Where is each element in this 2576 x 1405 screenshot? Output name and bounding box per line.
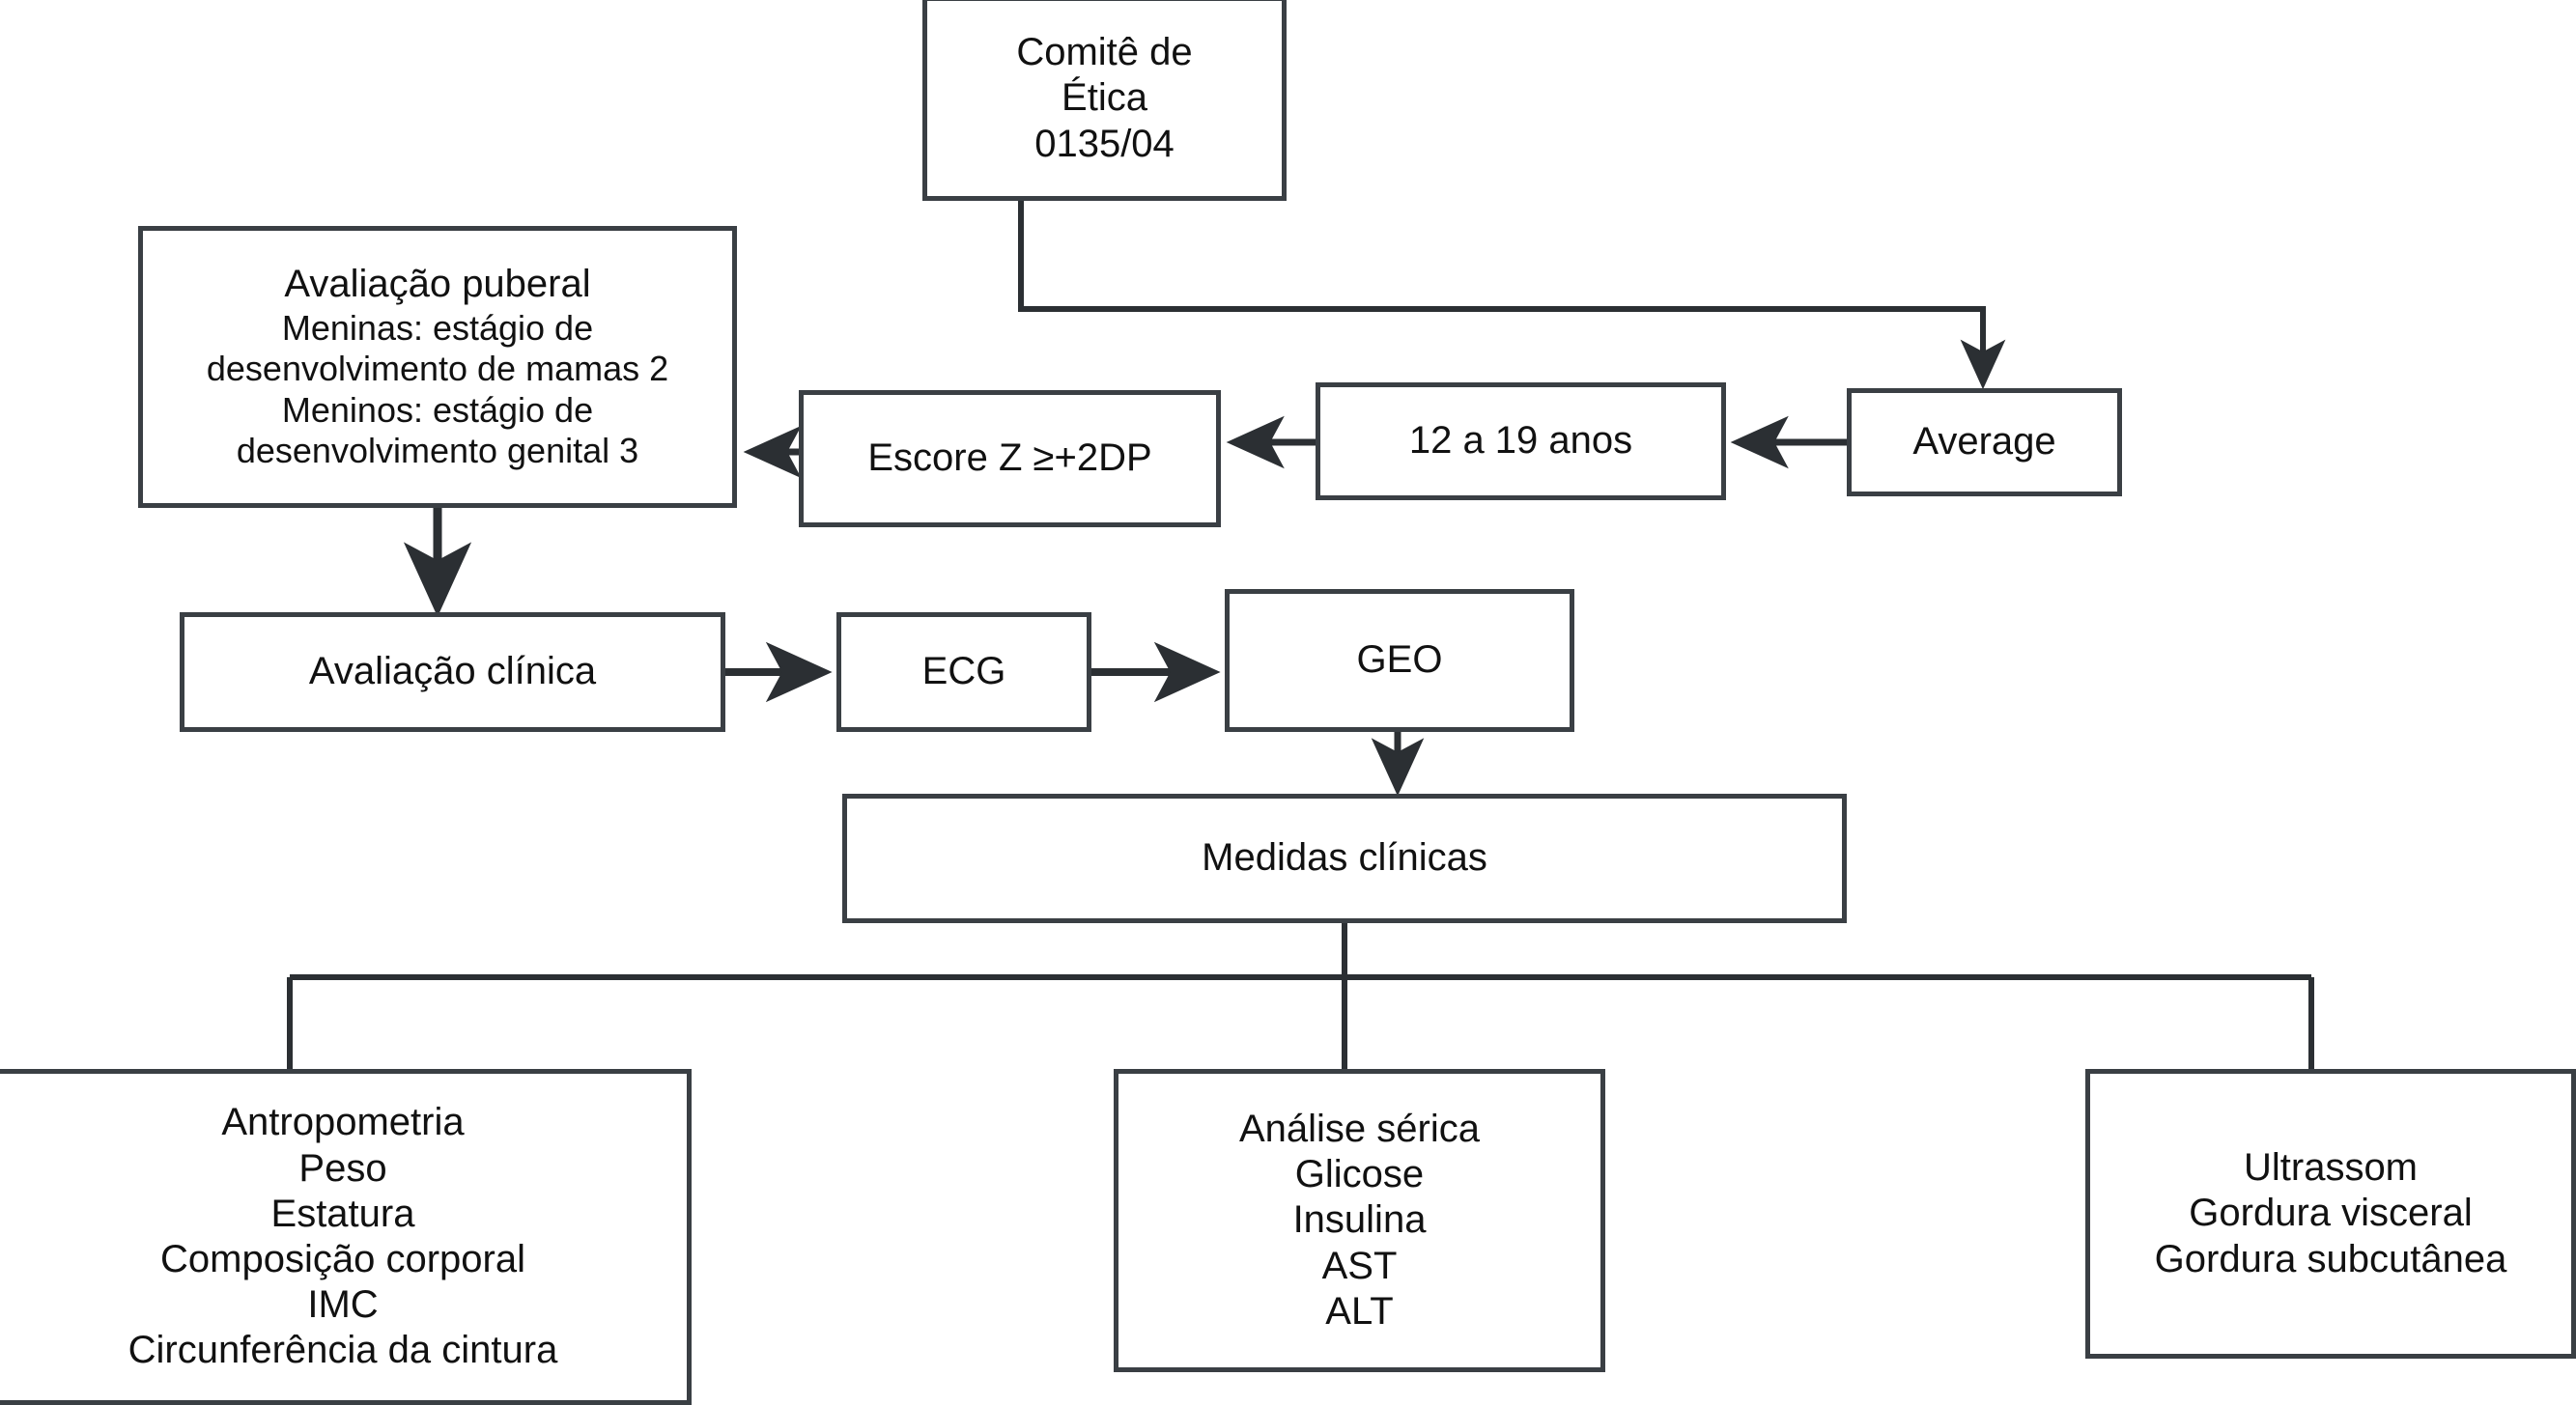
node-title-line: Ultrassom bbox=[2243, 1146, 2419, 1190]
node-line: desenvolvimento de mamas 2 bbox=[206, 349, 669, 389]
node-age-range[interactable]: 12 a 19 anos bbox=[1316, 382, 1726, 500]
node-line: Average bbox=[1912, 420, 2056, 464]
node-line: Medidas clínicas bbox=[1202, 836, 1487, 880]
node-anthropometry[interactable]: Antropometria Peso Estatura Composição c… bbox=[0, 1069, 692, 1405]
node-line: Comitê de bbox=[1016, 31, 1193, 74]
edge-measures-bus bbox=[287, 923, 2314, 1069]
node-line: ECG bbox=[921, 650, 1006, 693]
node-line: 12 a 19 anos bbox=[1408, 419, 1633, 463]
node-line: GEO bbox=[1356, 638, 1443, 682]
node-line: Avaliação clínica bbox=[308, 650, 597, 693]
node-pubertal-assessment[interactable]: Avaliação puberal Meninas: estágio de de… bbox=[138, 226, 737, 508]
node-line: AST bbox=[1321, 1244, 1398, 1287]
node-average[interactable]: Average bbox=[1847, 388, 2122, 496]
node-line: Ética bbox=[1062, 76, 1147, 120]
node-line: Meninos: estágio de bbox=[281, 389, 594, 430]
node-line: IMC bbox=[307, 1283, 379, 1327]
node-ecg[interactable]: ECG bbox=[836, 612, 1091, 732]
node-line: Gordura visceral bbox=[2189, 1192, 2473, 1235]
node-line: Escore Z ≥+2DP bbox=[867, 436, 1152, 480]
node-ethics-committee[interactable]: Comitê de Ética 0135/04 bbox=[922, 0, 1287, 201]
node-line: Circunferência da cintura bbox=[127, 1329, 558, 1372]
node-line: Gordura subcutânea bbox=[2154, 1237, 2507, 1280]
node-line: ALT bbox=[1325, 1289, 1394, 1333]
node-line: Meninas: estágio de bbox=[281, 307, 594, 348]
node-geo[interactable]: GEO bbox=[1225, 589, 1574, 732]
node-title-line: Análise sérica bbox=[1238, 1108, 1480, 1151]
node-line: desenvolvimento genital 3 bbox=[236, 431, 639, 471]
node-z-score[interactable]: Escore Z ≥+2DP bbox=[799, 390, 1221, 527]
node-title-line: Avaliação puberal bbox=[284, 263, 591, 306]
node-line: 0135/04 bbox=[1034, 122, 1175, 165]
node-clinical-measures[interactable]: Medidas clínicas bbox=[842, 794, 1847, 923]
node-line: Composição corporal bbox=[160, 1238, 525, 1280]
node-ultrasound[interactable]: Ultrassom Gordura visceral Gordura subcu… bbox=[2085, 1069, 2576, 1359]
node-line: Glicose bbox=[1294, 1153, 1425, 1196]
node-title-line: Antropometria bbox=[221, 1101, 465, 1144]
node-line: Estatura bbox=[270, 1192, 415, 1235]
node-line: Peso bbox=[298, 1146, 387, 1190]
node-clinical-assessment[interactable]: Avaliação clínica bbox=[180, 612, 725, 732]
node-serum-analysis[interactable]: Análise sérica Glicose Insulina AST ALT bbox=[1114, 1069, 1605, 1372]
node-line: Insulina bbox=[1292, 1198, 1427, 1242]
edge-ethics-to-average bbox=[1018, 201, 2006, 390]
